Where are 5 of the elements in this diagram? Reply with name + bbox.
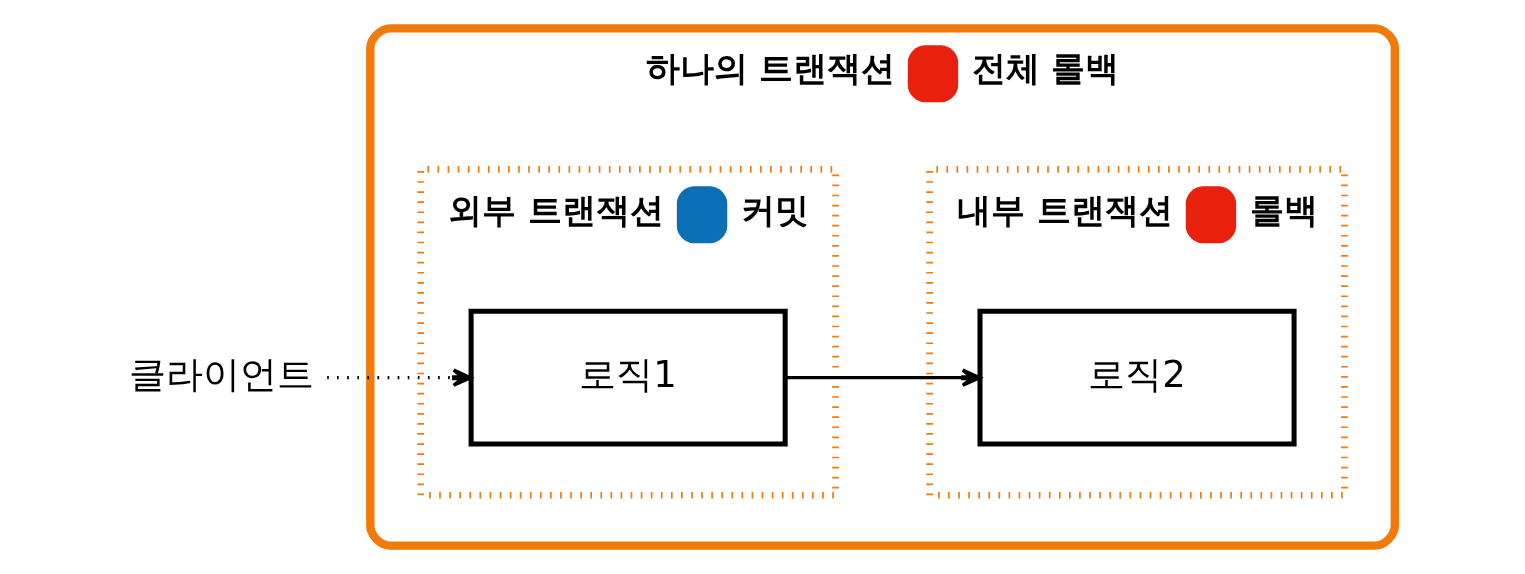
arrow xyxy=(785,368,982,387)
node-text: 클라이언트 xyxy=(129,353,315,397)
arrow xyxy=(327,368,473,387)
node-box: 로직2 xyxy=(977,308,1297,447)
node-box: 로직1 xyxy=(468,308,788,447)
